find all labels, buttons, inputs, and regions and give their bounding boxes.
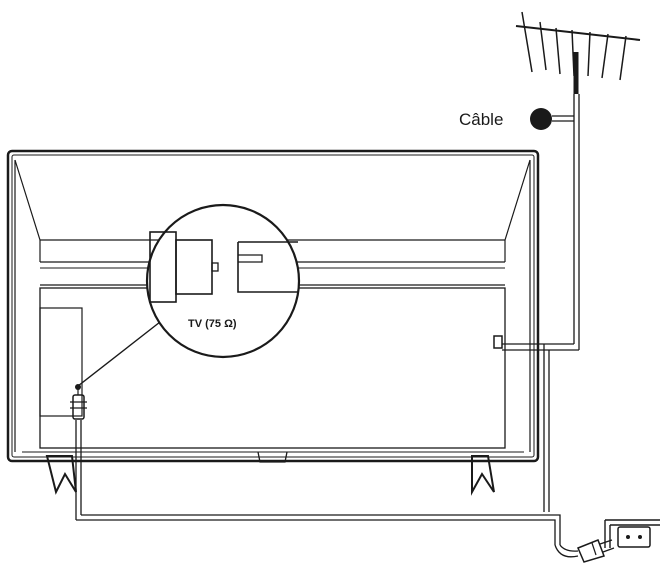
cable-plug-icon: Câble — [459, 108, 574, 130]
cable-label: Câble — [459, 110, 503, 129]
tv-port-label: TV (75 Ω) — [188, 318, 237, 330]
wall-outlet-icon — [577, 519, 660, 563]
tv-stand-right — [471, 455, 495, 496]
tv-back-panel — [6, 149, 540, 463]
tv-stand-left — [45, 455, 77, 495]
magnifier-callout: TV (75 Ω) — [75, 203, 301, 390]
power-plug-icon — [70, 388, 87, 420]
antenna-icon — [515, 11, 641, 94]
rf-input-port — [493, 335, 503, 349]
power-cord — [75, 344, 579, 558]
antenna-cable — [502, 94, 580, 351]
